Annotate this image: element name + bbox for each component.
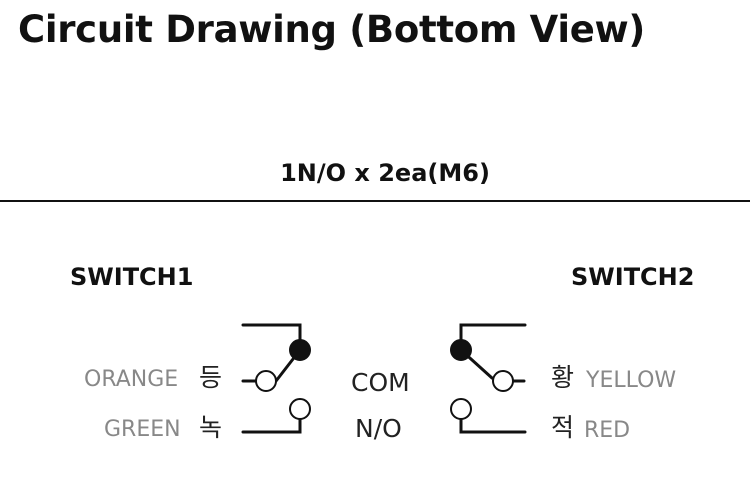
switch2-no-terminal: [450, 398, 472, 420]
diagram-subtitle: 1N/O x 2ea(M6): [280, 159, 490, 187]
switch1-orange-korean: 등: [199, 363, 223, 392]
switch2-yellow-korean: 황: [551, 363, 575, 392]
switch1-orange-label: ORANGE: [84, 367, 179, 392]
switch1-green-korean: 녹: [199, 413, 223, 442]
switch2-label: SWITCH2: [571, 263, 695, 291]
switch2-com-terminal: [450, 339, 472, 361]
switch1-orange-terminal: [255, 370, 277, 392]
switch2-com-wire: [459, 323, 527, 344]
switch1-label: SWITCH1: [70, 263, 194, 291]
switch2-yellow-terminal: [492, 370, 514, 392]
com-terminal-label: COM: [351, 368, 410, 397]
switch1-com-terminal: [289, 339, 311, 361]
switch2-red-korean: 적: [551, 413, 575, 442]
switch1-no-terminal: [289, 398, 311, 420]
page-title: Circuit Drawing (Bottom View): [18, 8, 646, 51]
switch2-yellow-label: YELLOW: [586, 368, 677, 393]
divider-line: [0, 200, 750, 202]
switch1-com-wire: [241, 323, 302, 344]
switch1-no-wire: [241, 416, 302, 434]
switch1-green-label: GREEN: [104, 417, 181, 442]
switch2-no-wire: [459, 416, 527, 434]
no-terminal-label: N/O: [355, 414, 402, 443]
switch2-red-label: RED: [584, 418, 631, 443]
